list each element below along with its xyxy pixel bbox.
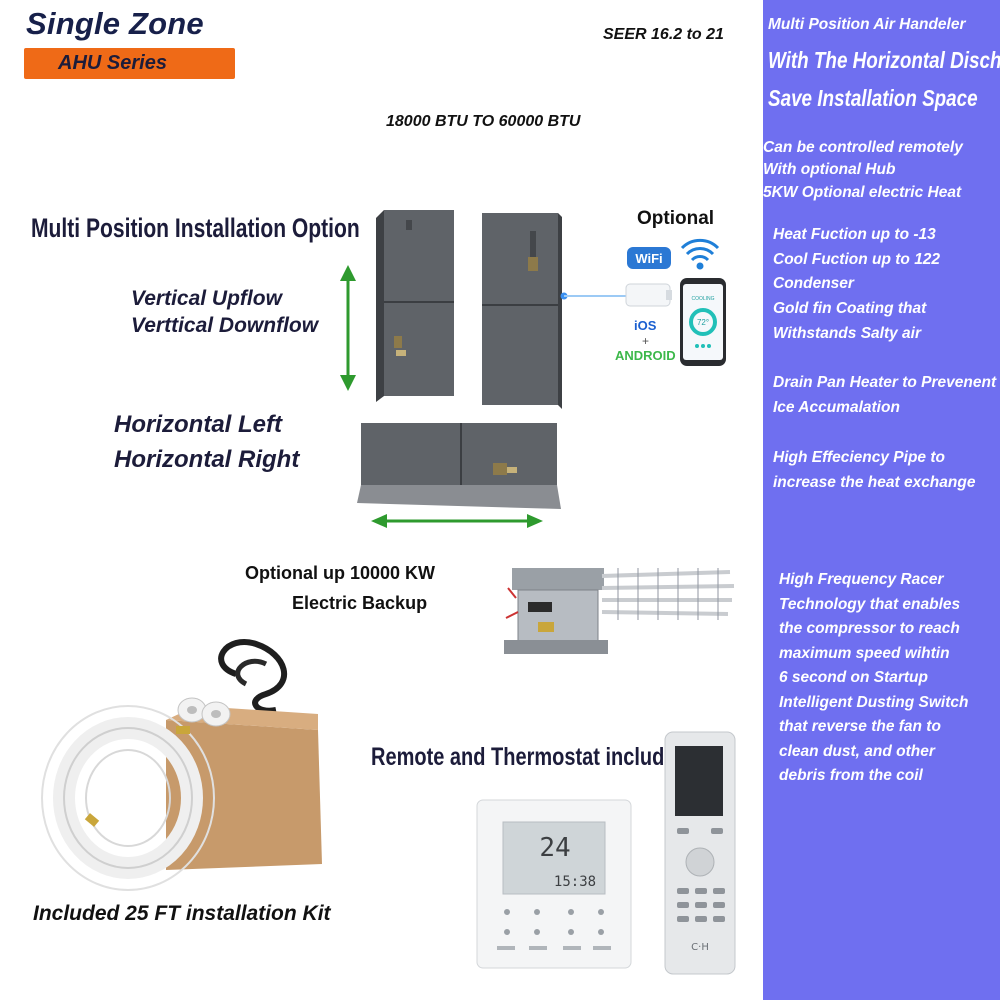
installation-kit-icon — [41, 639, 322, 891]
phone-mode: COOLING — [691, 296, 714, 302]
feature-line: increase the heat exchange — [773, 474, 976, 491]
series-badge: AHU Series — [24, 48, 235, 79]
wifi-badge-icon: WiFi — [627, 247, 671, 269]
thermostat-temp: 24 — [539, 833, 570, 863]
vertical-downflow-label: Verttical Downflow — [131, 314, 319, 337]
feature-line: the compressor to reach — [779, 620, 960, 637]
feature-line: that reverse the fan to — [779, 718, 941, 735]
phone-temp: 72° — [697, 318, 709, 327]
feature-line: Save Installation Space — [768, 85, 978, 111]
plus-label: + — [642, 334, 650, 348]
thermostat-time: 15:38 — [554, 874, 596, 890]
remote-control-icon: C·H — [664, 731, 736, 975]
feature-line: High Frequency Racer — [779, 571, 944, 588]
optional-label: Optional — [637, 208, 715, 229]
electric-heater-icon — [504, 568, 735, 654]
feature-line: Ice Accumalation — [773, 399, 900, 416]
wall-thermostat-icon: 24 15:38 — [476, 799, 632, 969]
ios-label: iOS — [634, 318, 657, 333]
feature-line: Technology that enables — [779, 596, 961, 613]
feature-line: Withstands Salty air — [773, 325, 922, 342]
wifi-module-icon — [625, 283, 672, 307]
feature-line: debris from the coil — [779, 767, 923, 784]
wifi-badge-text: WiFi — [635, 251, 662, 266]
feature-line: clean dust, and other — [779, 743, 935, 760]
seer-rating: SEER 16.2 to 21 — [603, 26, 724, 43]
connector-line — [560, 292, 630, 300]
feature-line: maximum speed wihtin — [779, 645, 950, 662]
feature-line: Cool Fuction up to 122 — [773, 251, 941, 268]
feature-line: 5KW Optional electric Heat — [763, 184, 962, 201]
horizontal-right-label: Horizontal Right — [114, 446, 300, 473]
feature-line: Heat Fuction up to -13 — [773, 226, 936, 243]
air-handler-vertical-unit-front — [482, 213, 562, 409]
installation-kit-label: Included 25 FT installation Kit — [33, 902, 331, 925]
wifi-signal-icon — [680, 238, 720, 270]
backup-line-1: Optional up 10000 KW — [245, 563, 436, 583]
btu-range: 18000 BTU TO 60000 BTU — [386, 113, 581, 130]
feature-line: High Effeciency Pipe to — [773, 449, 945, 466]
feature-line: Gold fin Coating that — [773, 300, 927, 317]
feature-sidebar — [763, 0, 1000, 1000]
feature-line: Drain Pan Heater to Prevenent — [773, 374, 997, 391]
vertical-arrow-icon — [340, 265, 356, 391]
feature-line: Multi Position Air Handeler — [768, 16, 966, 33]
air-handler-horizontal-unit — [357, 423, 561, 509]
phone-app-icon: 72° COOLING — [680, 278, 726, 366]
feature-line: With The Horizontal Discharge — [768, 47, 1000, 73]
remote-thermostat-heading: Remote and Thermostat included — [371, 743, 688, 771]
vertical-upflow-label: Vertical Upflow — [131, 287, 282, 310]
android-label: ANDROID — [615, 348, 676, 363]
remote-logo: C·H — [691, 942, 709, 953]
backup-line-2: Electric Backup — [292, 593, 428, 613]
feature-line: Intelligent Dusting Switch — [779, 694, 969, 711]
feature-line: Condenser — [773, 275, 854, 292]
horizontal-left-label: Horizontal Left — [114, 411, 282, 438]
page-title: Single Zone — [26, 6, 204, 41]
feature-line: Can be controlled remotely — [763, 139, 963, 156]
installation-heading: Multi Position Installation Option — [31, 213, 360, 243]
feature-line: With optional Hub — [763, 161, 896, 178]
feature-line: 6 second on Startup — [779, 669, 928, 686]
horizontal-arrow-icon — [371, 514, 543, 528]
air-handler-vertical-unit — [376, 210, 454, 402]
